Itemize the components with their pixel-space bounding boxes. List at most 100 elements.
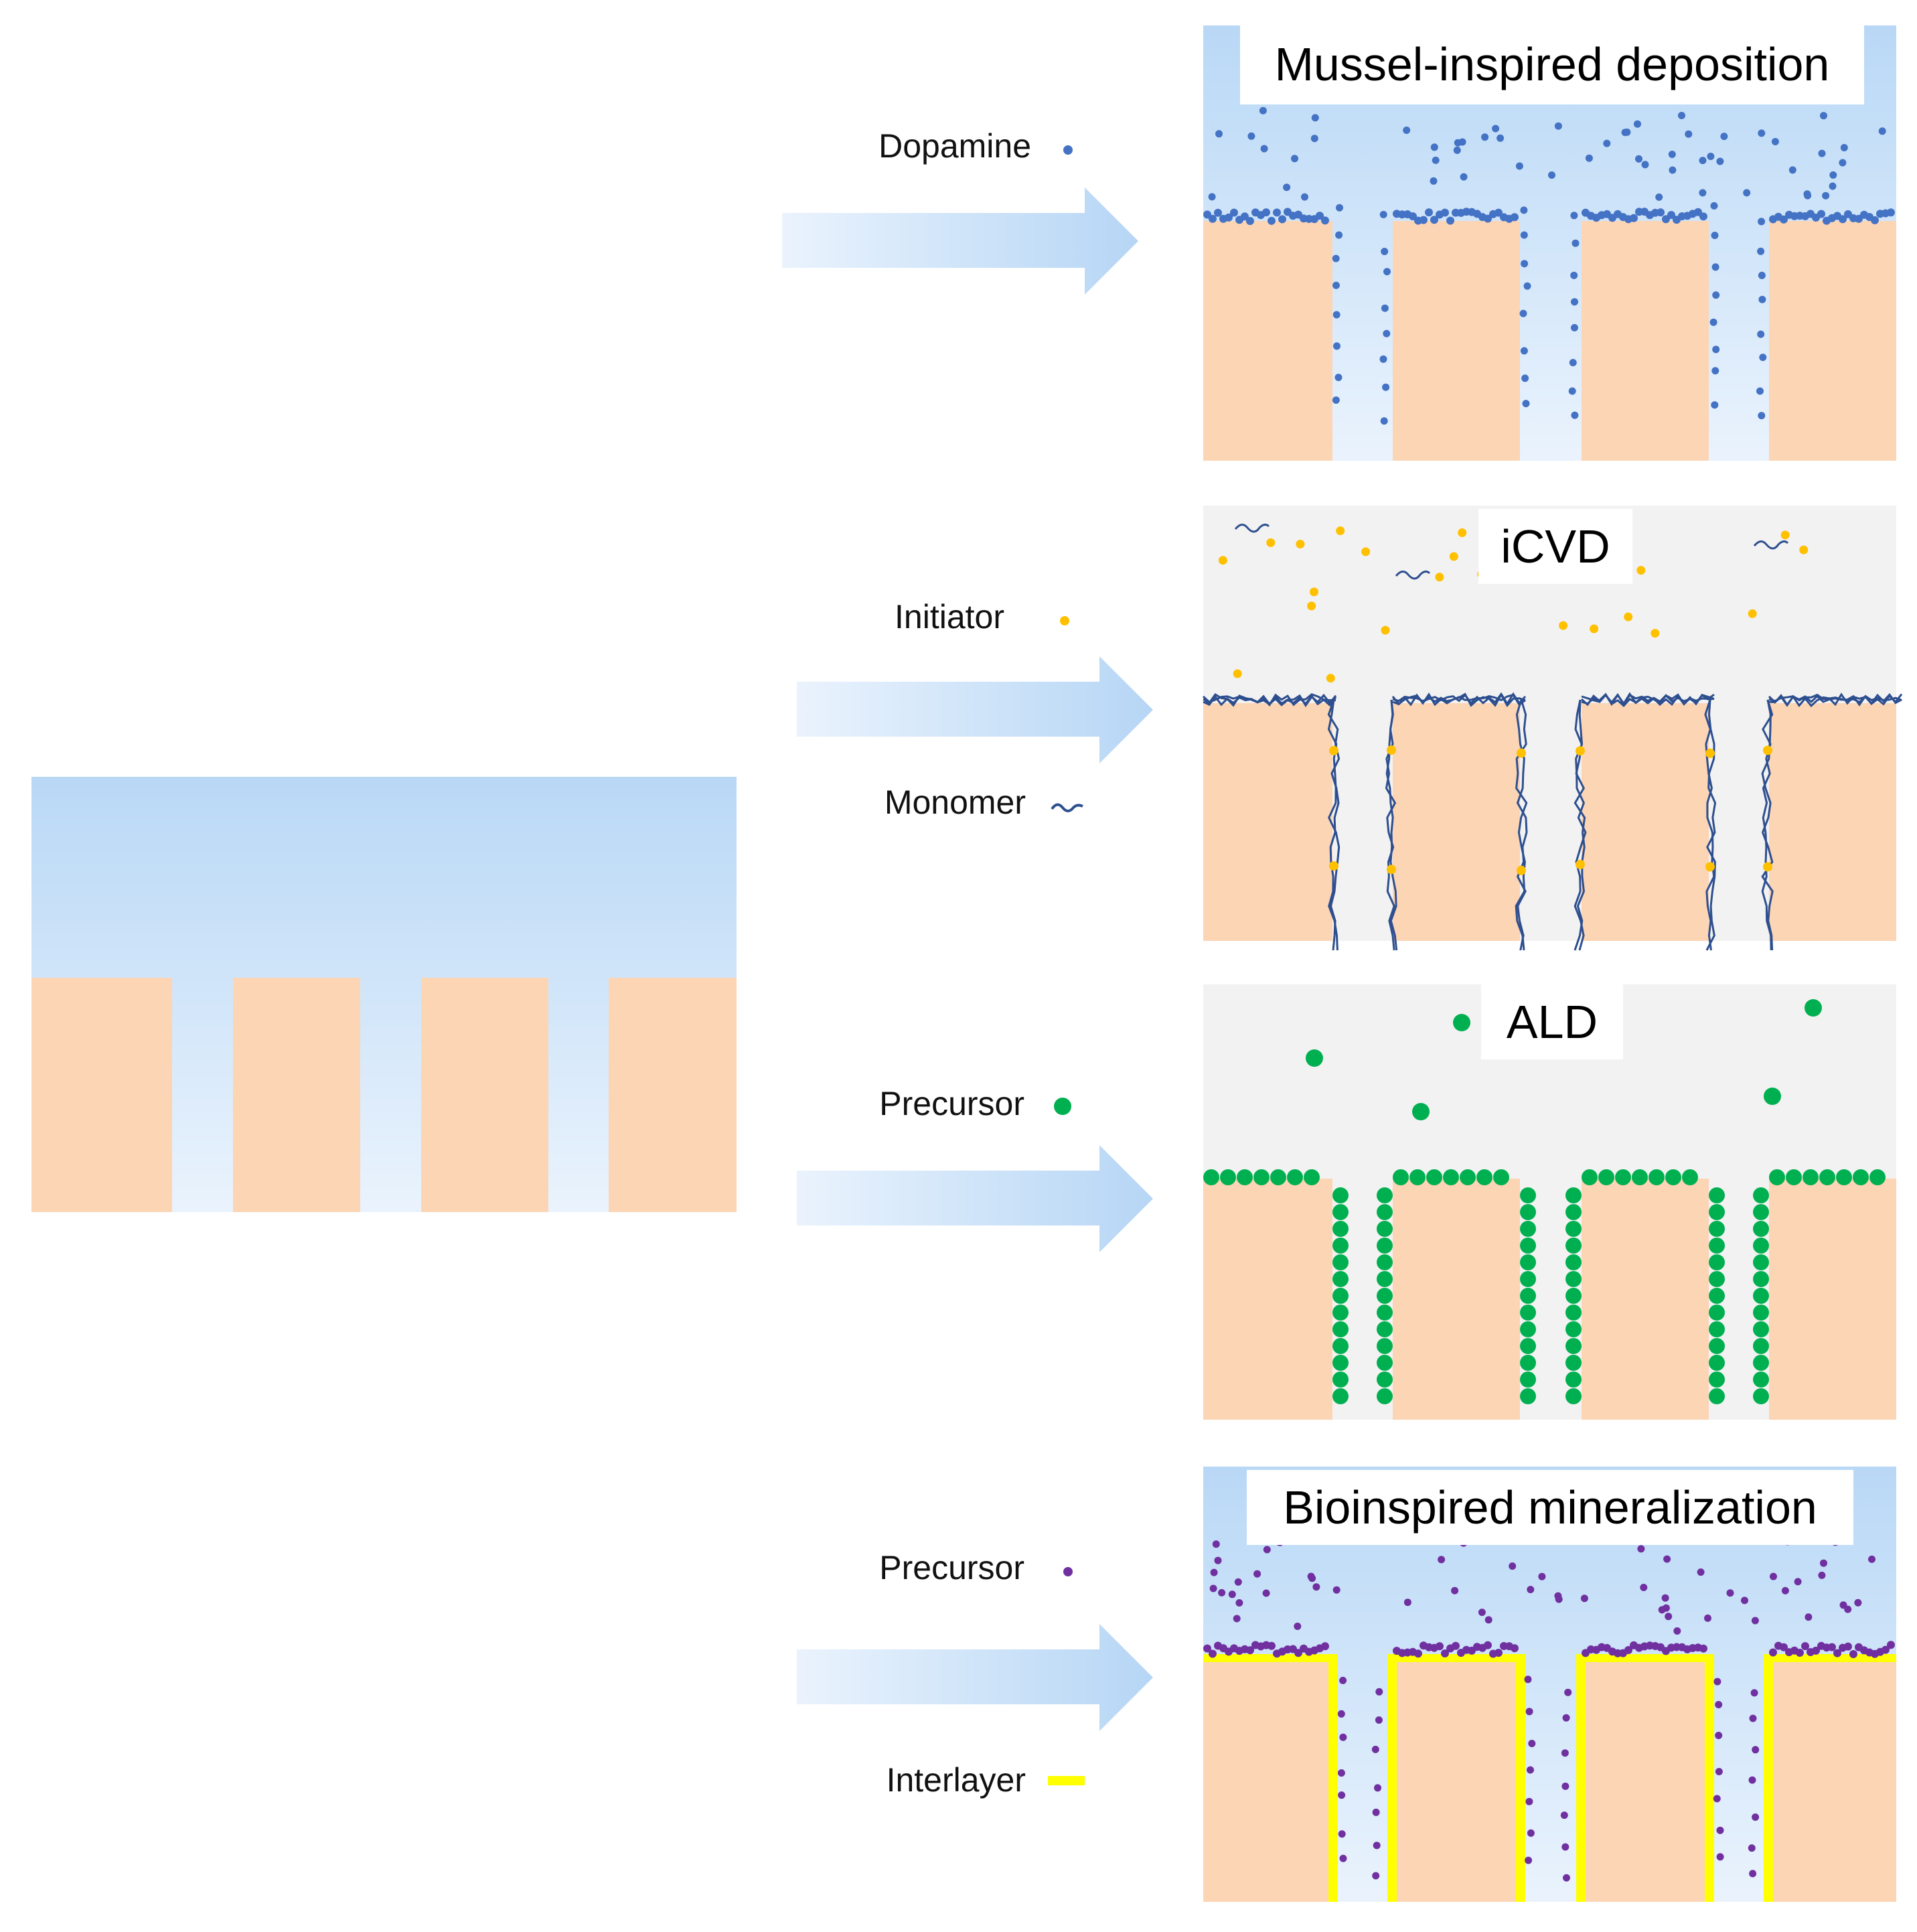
mineral-particle: [1769, 1648, 1777, 1657]
mineral-particle: [1844, 1642, 1852, 1651]
legend-label-precursor: Precursor: [879, 1085, 1024, 1122]
dopamine-particle: [1678, 112, 1685, 119]
initiator-particle: [1310, 587, 1318, 597]
arrow-to-ald: [797, 1145, 1153, 1252]
dopamine-particle: [1699, 157, 1707, 165]
mineral-particle: [1337, 1769, 1345, 1777]
panel-title: Bioinspired mineralization: [1283, 1481, 1817, 1534]
precursor-particle: [1520, 1355, 1536, 1371]
mineral-particle: [1749, 1714, 1757, 1722]
dopamine-particle: [1430, 177, 1438, 185]
initiator-particle: [1748, 609, 1757, 618]
mineral-particle: [1554, 1592, 1562, 1600]
mineral-particle: [1794, 1578, 1802, 1586]
initiator-particle: [1517, 865, 1526, 875]
dopamine-particle: [1635, 155, 1642, 163]
dopamine-particle: [1667, 211, 1675, 219]
initiator-particle: [1458, 528, 1467, 537]
dopamine-particle: [1453, 146, 1461, 154]
substrate-pillars: [1203, 1657, 1896, 1902]
polymer-chain: [1581, 692, 1715, 707]
pillar: [1582, 1179, 1709, 1420]
dopamine-particle: [1758, 412, 1766, 420]
dopamine-particle: [1710, 202, 1718, 210]
dopamine-particle: [1409, 212, 1417, 220]
dopamine-particle: [1522, 400, 1530, 408]
arrow-to-bio: [797, 1624, 1153, 1731]
precursor-particle: [1237, 1169, 1253, 1185]
precursor-particle: [1709, 1238, 1725, 1254]
precursor-particle: [1377, 1288, 1393, 1304]
precursor-particle: [1709, 1338, 1725, 1354]
mineral-particle: [1209, 1649, 1217, 1658]
mineral-particle: [1750, 1689, 1758, 1697]
polymer-chain: [1327, 699, 1340, 951]
pillar: [1393, 703, 1520, 941]
dopamine-particle: [1332, 311, 1340, 319]
dopamine-particle: [1839, 215, 1847, 224]
dopamine-particle: [1441, 208, 1449, 217]
mineral-particle: [1849, 1650, 1857, 1658]
precursor-particle: [1287, 1169, 1303, 1185]
panel-icvd: iCVD: [1202, 506, 1903, 951]
dopamine-particle: [1771, 138, 1779, 145]
legend-ald: Precursor: [879, 1085, 1071, 1122]
dopamine-particle: [1332, 281, 1340, 289]
dopamine-particle: [1668, 151, 1676, 158]
precursor-particle: [1270, 1169, 1286, 1185]
dopamine-particle: [1260, 145, 1268, 153]
polymer-chain: [1574, 699, 1587, 951]
mineral-particle: [1374, 1784, 1381, 1792]
mineral-particle: [1820, 1559, 1827, 1567]
precursor-particle: [1615, 1169, 1631, 1185]
dopamine-particle: [1757, 330, 1765, 338]
precursor-particle: [1565, 1388, 1582, 1404]
mineral-particle: [1673, 1627, 1681, 1635]
interlayer-coating: [1203, 1654, 1896, 1902]
mineral-particle: [1538, 1572, 1546, 1580]
pillar: [1769, 703, 1896, 941]
interlayer-wall: [1764, 1654, 1773, 1902]
mineral-particle: [1228, 1590, 1236, 1599]
dopamine-particle: [1655, 193, 1663, 201]
initiator-particle: [1449, 552, 1458, 561]
precursor-particle: [1753, 1305, 1769, 1321]
dopamine-particle: [1829, 171, 1837, 179]
precursor-particle: [1520, 1288, 1536, 1304]
precursor-particle: [1332, 1271, 1349, 1287]
mineral-particle: [1436, 1642, 1444, 1651]
precursor-particle: [1805, 999, 1822, 1017]
precursor-particle: [1753, 1204, 1769, 1220]
legend-label-precursor: Precursor: [879, 1549, 1024, 1586]
interlayer-wall: [1516, 1654, 1525, 1902]
dopamine-particle: [1484, 214, 1492, 223]
dopamine-particle: [1333, 342, 1340, 350]
mineral-particle: [1781, 1586, 1789, 1594]
dopamine-particle: [1699, 189, 1707, 197]
mineral-particle: [1716, 1826, 1724, 1834]
precursor-particle: [1332, 1288, 1349, 1304]
substrate-pillars: [1203, 1179, 1896, 1420]
legend-bio: Precursor Interlayer: [879, 1549, 1085, 1799]
pillar: [1203, 221, 1332, 461]
precursor-particle: [1426, 1169, 1442, 1185]
precursor-particle: [1377, 1355, 1393, 1371]
monomer-chain: [1395, 570, 1431, 580]
mineral-particle: [1294, 1649, 1302, 1657]
dopamine-particle: [1756, 387, 1764, 395]
precursor-particle: [1565, 1271, 1582, 1287]
initiator-particle: [1705, 748, 1715, 758]
initiator-particle: [1387, 865, 1396, 875]
dopamine-particle: [1430, 216, 1438, 224]
precursor-particle: [1520, 1221, 1536, 1237]
dopamine-particle: [1758, 129, 1766, 137]
dopamine-particle: [1492, 125, 1500, 133]
dopamine-particle: [1523, 282, 1531, 290]
polymer-chain: [1761, 699, 1774, 951]
legend-label-monomer: Monomer: [885, 784, 1026, 821]
precursor-particle: [1709, 1221, 1725, 1237]
precursor-particle: [1709, 1271, 1725, 1287]
polymer-chain: [1385, 699, 1397, 951]
dopamine-particle: [1316, 212, 1324, 220]
